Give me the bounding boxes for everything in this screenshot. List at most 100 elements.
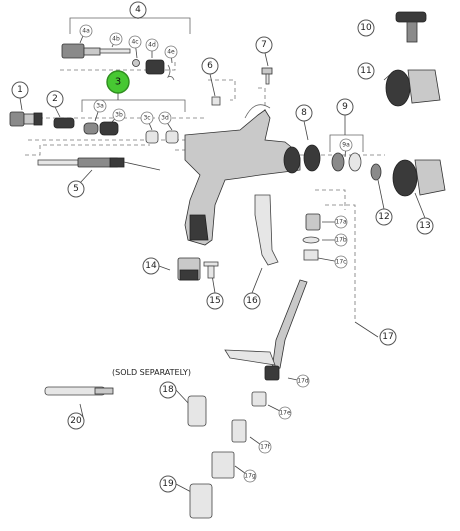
callout-11: 11 <box>357 62 375 80</box>
svg-text:4c: 4c <box>131 39 138 46</box>
svg-text:5: 5 <box>73 184 79 194</box>
svg-text:11: 11 <box>360 66 371 76</box>
callout-8: 8 <box>295 104 313 122</box>
subcallout-4a: 4a <box>79 24 93 38</box>
callout-19: 19 <box>159 475 177 493</box>
svg-text:15: 15 <box>209 296 220 306</box>
svg-text:18: 18 <box>162 385 174 395</box>
callout-7: 7 <box>255 36 273 54</box>
air-cap-part <box>385 69 441 107</box>
callout-12: 12 <box>375 208 393 226</box>
swivel-tube-part <box>271 279 308 371</box>
svg-text:3: 3 <box>115 77 121 88</box>
svg-text:3b: 3b <box>115 112 123 119</box>
spring-part <box>53 117 75 129</box>
svg-text:1: 1 <box>17 85 23 95</box>
stud-part <box>203 261 219 279</box>
subcallout-4d: 4d <box>145 38 159 52</box>
svg-text:3c: 3c <box>143 115 150 122</box>
sold-separately-note: (SOLD SEPARATELY) <box>112 368 191 377</box>
callout-15: 15 <box>206 292 224 310</box>
subcallout-3b: 3b <box>112 108 126 122</box>
needle-assembly-part <box>61 43 175 81</box>
plug-part <box>211 96 221 106</box>
subcallout-4b: 4b <box>109 32 123 46</box>
svg-text:4d: 4d <box>148 42 156 49</box>
svg-text:3d: 3d <box>161 115 169 122</box>
subcallout-17g: 17g <box>243 469 257 483</box>
subcallout-17b: 17b <box>334 233 348 247</box>
svg-text:9: 9 <box>342 102 348 112</box>
callout-16: 16 <box>243 292 261 310</box>
svg-text:17a: 17a <box>335 219 347 226</box>
svg-text:16: 16 <box>246 296 258 306</box>
trigger-part <box>254 194 279 266</box>
callout-9: 9 <box>336 98 354 116</box>
svg-text:12: 12 <box>378 212 389 222</box>
svg-text:6: 6 <box>207 61 213 71</box>
svg-text:4a: 4a <box>82 28 90 35</box>
subcallout-17a: 17a <box>334 215 348 229</box>
subcallout-3d: 3d <box>158 111 172 125</box>
bracket-9 <box>329 134 364 152</box>
subcallout-9a: 9a <box>339 138 353 152</box>
callout-2: 2 <box>46 90 64 108</box>
callout-13: 13 <box>416 217 434 235</box>
fitting-17g-part <box>211 451 235 479</box>
svg-text:19: 19 <box>162 479 174 489</box>
screw-part <box>261 67 273 85</box>
tool-part <box>44 386 114 396</box>
spray-gun-body <box>184 104 301 246</box>
callout-14: 14 <box>142 257 160 275</box>
adapter-part <box>187 395 207 427</box>
svg-text:17g: 17g <box>244 473 256 480</box>
fitting-17e-part <box>251 391 267 407</box>
svg-text:17e: 17e <box>279 410 291 417</box>
svg-text:7: 7 <box>261 40 267 50</box>
fluid-nozzle-part <box>303 144 321 172</box>
subcallout-17d: 17d <box>296 374 310 388</box>
fitting-part <box>177 257 201 281</box>
callout-4: 4 <box>129 1 147 19</box>
svg-text:14: 14 <box>145 261 157 271</box>
subcallout-17e: 17e <box>278 406 292 420</box>
callout-18: 18 <box>159 381 177 399</box>
fitting-17f-part <box>231 419 247 443</box>
coupler-part <box>189 483 213 519</box>
swivel-parts <box>302 213 321 261</box>
callout-10: 10 <box>357 19 375 37</box>
svg-text:17: 17 <box>382 332 393 342</box>
callout-6: 6 <box>201 57 219 75</box>
svg-text:8: 8 <box>301 108 307 118</box>
svg-text:4b: 4b <box>112 36 120 43</box>
subcallout-3c: 3c <box>140 111 154 125</box>
svg-text:4: 4 <box>135 5 141 15</box>
bracket-3 <box>81 99 186 112</box>
tip-part <box>395 11 427 43</box>
subcallout-17c: 17c <box>334 255 348 269</box>
seal-part <box>370 163 382 181</box>
bracket-4 <box>69 17 191 34</box>
fluid-needle-part <box>37 157 161 171</box>
callout-17: 17 <box>379 328 397 346</box>
air-valve-part <box>9 111 43 127</box>
spring-kit-part <box>83 121 179 144</box>
subcallout-17f: 17f <box>258 440 272 454</box>
callout-20: 20 <box>67 412 85 430</box>
subcallout-3a: 3a <box>93 99 107 113</box>
retaining-ring-part <box>331 152 362 172</box>
svg-text:17f: 17f <box>260 444 271 451</box>
callout-1: 1 <box>11 81 29 99</box>
subcallout-4e: 4e <box>164 45 178 59</box>
subcallout-4c: 4c <box>128 35 142 49</box>
air-cap-assembly-part <box>392 159 446 197</box>
svg-text:4e: 4e <box>167 49 175 56</box>
callout-3-highlighted: 3 <box>106 70 130 94</box>
svg-text:17d: 17d <box>297 378 309 385</box>
svg-text:20: 20 <box>70 416 82 426</box>
svg-text:10: 10 <box>360 23 372 33</box>
svg-text:17b: 17b <box>335 237 347 244</box>
svg-text:9a: 9a <box>342 142 350 149</box>
